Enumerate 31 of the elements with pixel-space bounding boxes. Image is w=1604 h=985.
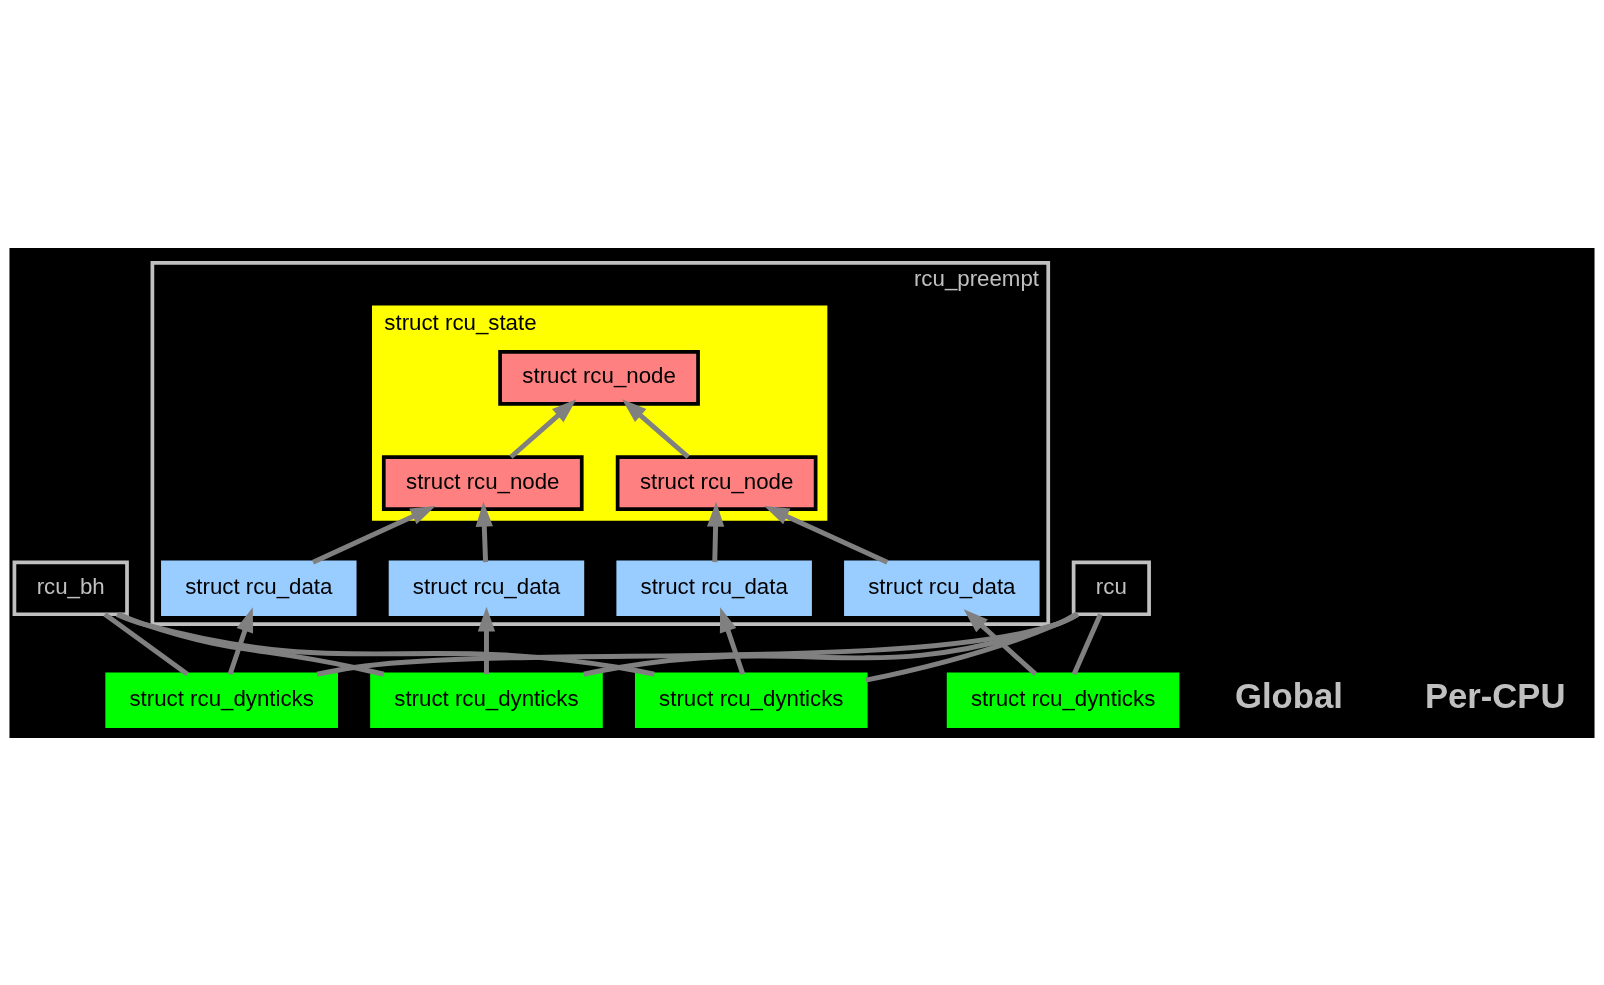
node-box: struct rcu_data bbox=[388, 559, 585, 616]
connector bbox=[865, 611, 1078, 683]
arrow bbox=[706, 501, 725, 562]
label: Per-CPU bbox=[1425, 676, 1566, 715]
arrow bbox=[227, 606, 254, 675]
arrow bbox=[475, 501, 493, 562]
node-box: struct rcu_node bbox=[615, 454, 818, 511]
connector bbox=[1071, 612, 1103, 675]
node-box: struct rcu_dynticks bbox=[946, 671, 1180, 728]
node-box: struct rcu_node bbox=[498, 349, 700, 406]
node-box: struct rcu_data bbox=[844, 559, 1040, 616]
label: Global bbox=[1235, 676, 1343, 715]
node-box: struct rcu_dynticks bbox=[370, 671, 603, 728]
node-box: rcu bbox=[1071, 559, 1151, 616]
connector bbox=[115, 611, 655, 677]
arrow bbox=[719, 606, 746, 675]
node-box: struct rcu_dynticks bbox=[634, 671, 868, 728]
arrow bbox=[963, 608, 1038, 676]
connector bbox=[103, 611, 189, 676]
node-box: rcu_bh bbox=[12, 559, 129, 616]
node-box: struct rcu_data bbox=[616, 559, 812, 616]
node-box: struct rcu_data bbox=[161, 559, 357, 616]
arrow bbox=[509, 398, 577, 459]
connector bbox=[316, 611, 1080, 677]
arrow bbox=[312, 505, 436, 564]
arrow bbox=[622, 398, 690, 459]
node-box: struct rcu_dynticks bbox=[105, 671, 338, 728]
node-box: struct rcu_node bbox=[381, 454, 584, 511]
arrow bbox=[477, 606, 496, 674]
arrow bbox=[764, 505, 889, 564]
connector bbox=[117, 611, 385, 677]
